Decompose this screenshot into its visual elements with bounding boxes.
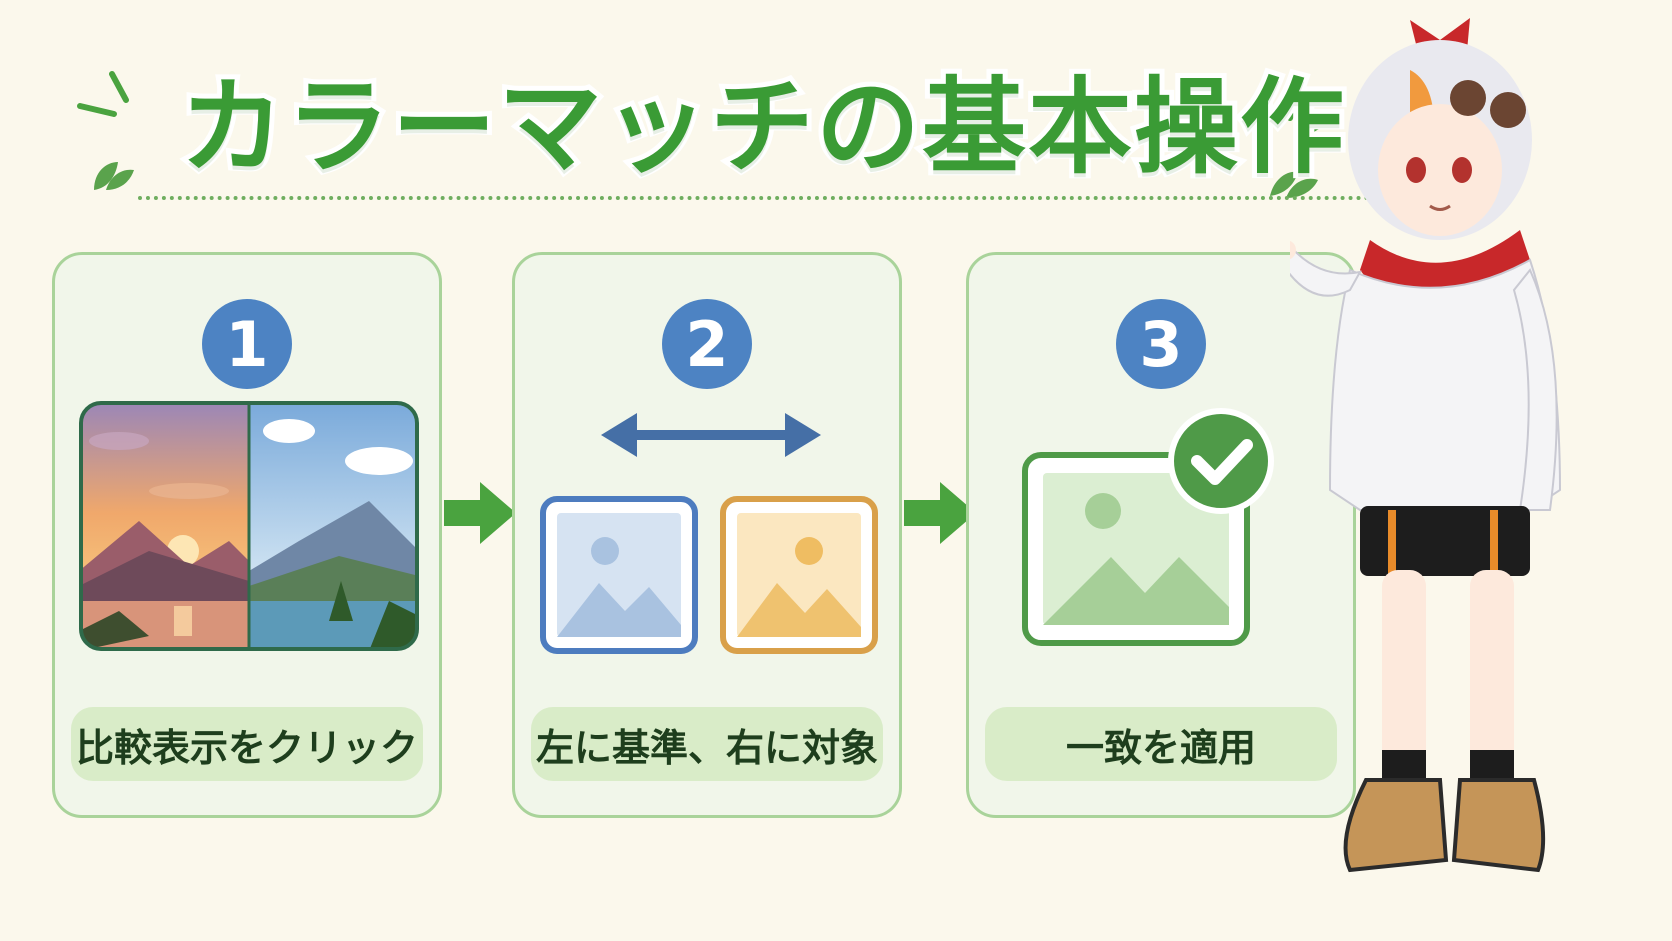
sparkle-right-icon [1287, 89, 1341, 135]
next-arrow-icon-1 [444, 482, 516, 544]
reference-image-icon [540, 496, 698, 654]
step-card-1: 1 [52, 252, 442, 818]
step-number-3: 3 [1116, 299, 1206, 389]
step-label-3: 一致を適用 [985, 707, 1337, 781]
leaf-left-icon [94, 162, 134, 190]
target-image-icon [720, 496, 878, 654]
step-card-3: 3 一致を適用 [966, 252, 1356, 818]
character-illustration [1290, 18, 1562, 873]
leaf-right-icon [1270, 171, 1318, 198]
dotted-divider [138, 196, 1378, 200]
step-number-1: 1 [202, 299, 292, 389]
step-card-2: 2 左に基準、右に対象 [512, 252, 902, 818]
next-arrow-icon-2 [904, 482, 976, 544]
step-label-2: 左に基準、右に対象 [531, 707, 883, 781]
header: カラーマッチの基本操作 [0, 0, 1672, 230]
check-image-icon [1022, 408, 1274, 646]
step-label-1: 比較表示をクリック [71, 707, 423, 781]
comparison-photo-icon [79, 401, 419, 651]
page-title: カラーマッチの基本操作 [175, 61, 1349, 193]
swap-arrow-icon [601, 413, 821, 457]
step-number-2: 2 [662, 299, 752, 389]
sparkle-left-icon [77, 71, 129, 117]
